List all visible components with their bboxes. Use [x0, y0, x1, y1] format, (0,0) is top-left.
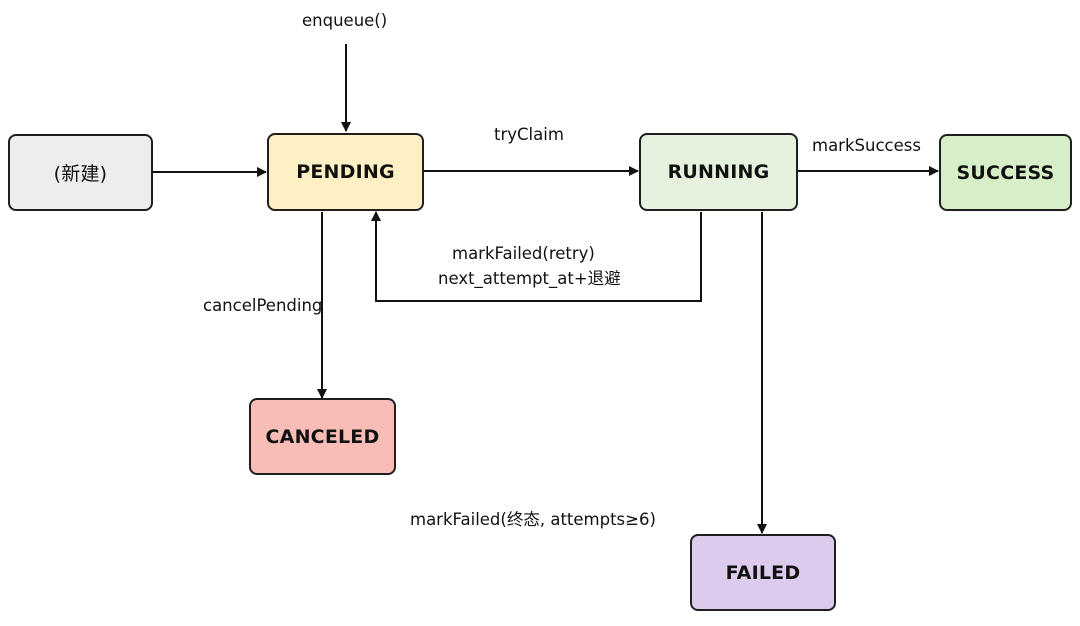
label-enqueue: enqueue() [302, 11, 388, 30]
edge-retry [371, 211, 702, 302]
state-pending: PENDING [267, 133, 424, 211]
label-try-claim: tryClaim [494, 125, 564, 144]
state-running: RUNNING [639, 133, 798, 211]
state-success: SUCCESS [939, 134, 1072, 211]
state-failed: FAILED [690, 534, 836, 611]
label-cancel-pending: cancelPending [203, 296, 323, 315]
label-retry-line1: markFailed(retry) [452, 244, 595, 263]
state-canceled: CANCELED [249, 398, 396, 475]
label-mark-failed-final: markFailed(终态, attempts≥6) [410, 510, 656, 529]
label-retry-line2: next_attempt_at+退避 [438, 269, 621, 288]
label-mark-success: markSuccess [812, 136, 921, 155]
state-new: (新建) [8, 134, 153, 211]
